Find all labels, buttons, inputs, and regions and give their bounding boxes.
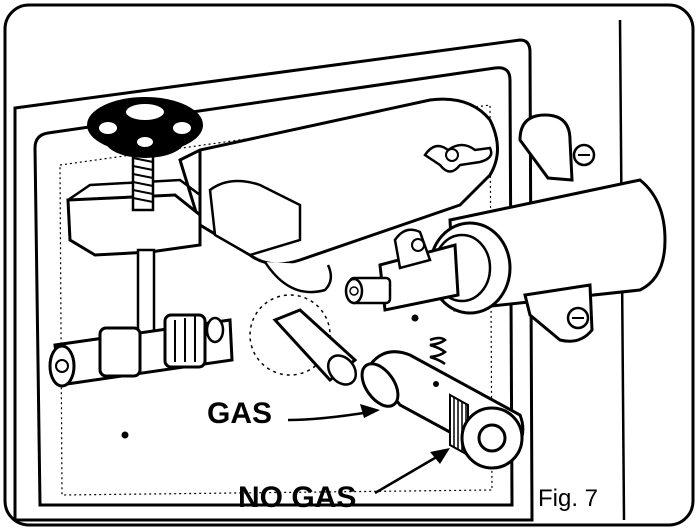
mounting-hole [411,314,419,322]
threaded-rod [131,148,155,212]
removal-highlight-circle [249,294,331,376]
injector-body [360,350,525,470]
valve-stem [136,248,156,337]
no-gas-arrow [374,448,450,495]
gas-arrow [287,404,380,422]
figure-caption: Fig. 7 [538,485,598,512]
spring-icon [429,336,448,365]
left-pipe-assembly [48,313,234,388]
mounting-hole [121,431,129,439]
injector-nozzle [272,308,358,386]
valve-bracket-housing [178,97,499,294]
gas-label: GAS [207,397,272,430]
wing-nut [423,143,493,173]
adjustment-knob-icon [87,97,203,158]
no-gas-label: NO GAS [238,481,356,514]
burner-tube-assembly [344,113,667,343]
